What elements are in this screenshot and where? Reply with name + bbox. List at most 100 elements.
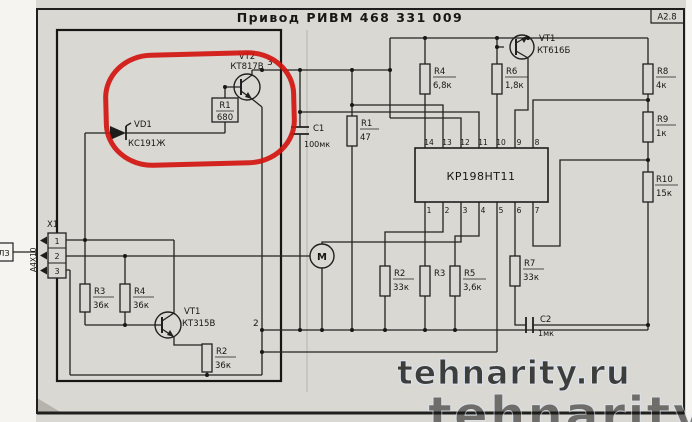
- ic-pin-8: 8: [535, 138, 540, 147]
- connector-x1: X1 А4Х10 1 2 3: [29, 220, 67, 279]
- emitter-arrow: [167, 330, 174, 337]
- pin2-arrow-icon: [40, 251, 47, 260]
- scan-smudge: [37, 398, 62, 413]
- zener-tick: [125, 122, 132, 127]
- ic-pin-2: 2: [445, 206, 450, 215]
- transistor-circle: [509, 34, 535, 60]
- ic-body: [414, 147, 549, 203]
- resistor-body: [201, 343, 213, 373]
- r7-designator: R7: [524, 259, 535, 269]
- r1-in-designator: R1: [361, 119, 372, 129]
- r6-value: 1,8к: [505, 81, 524, 91]
- schematic-title: Привод РИВМ 468 331 009: [237, 10, 464, 25]
- r1-in-value: 47: [360, 133, 371, 143]
- vt1-lower-designator: VT1: [184, 307, 200, 317]
- left-tag-label: ЛЗ: [0, 249, 10, 258]
- component-r5: R5 3,6к: [449, 265, 486, 297]
- r10-designator: R10: [656, 175, 673, 185]
- ic-pin-7: 7: [535, 206, 540, 215]
- left-margin: [0, 0, 36, 422]
- x1-ref-label: А4Х10: [29, 247, 38, 272]
- c2-designator: C2: [540, 315, 551, 325]
- diode-symbol: [110, 126, 126, 140]
- component-r4-bias: R4 36к: [119, 283, 154, 313]
- motor-circle: [309, 243, 335, 269]
- emitter-arrow: [245, 92, 252, 99]
- ic-pin-10: 10: [496, 138, 506, 147]
- component-vt2: VT2 КТ817В: [230, 52, 264, 101]
- r4-bias-value: 36к: [133, 301, 149, 311]
- resistor-body: [379, 265, 391, 297]
- x1-pin2-number: 2: [54, 252, 59, 261]
- resistor-body: [119, 283, 131, 313]
- component-r1-in: R1 47: [346, 115, 379, 147]
- component-ic: КР198НТ11 14 13 12 11 10 9 8 1 2 3 4 5 6…: [414, 138, 549, 215]
- vt1-upper-type: КТ616Б: [537, 46, 570, 56]
- r2-out-value: 33к: [393, 283, 409, 293]
- r5-designator: R5: [464, 269, 475, 279]
- ic-pin-1: 1: [427, 206, 432, 215]
- r2-bias-designator: R2: [216, 347, 227, 357]
- pin3-arrow-icon: [40, 266, 47, 275]
- r2-out-designator: R2: [394, 269, 405, 279]
- resistor-body: [509, 255, 521, 287]
- component-motor: M: [309, 243, 335, 269]
- resistor-body: [419, 63, 431, 95]
- inner-block-border: [55, 28, 283, 383]
- c1-value: 100мк: [304, 140, 330, 149]
- x1-pin3-number: 3: [54, 267, 59, 276]
- corner-ref-box: [650, 9, 684, 24]
- resistor-body: [491, 63, 503, 95]
- vt2-type: КТ817В: [230, 62, 263, 72]
- r3-bias-value: 36к: [93, 301, 109, 311]
- vd1-designator: VD1: [134, 120, 152, 130]
- component-r9: R9 1к: [642, 111, 676, 143]
- r3-bias-designator: R3: [94, 287, 105, 297]
- component-r2-bias: R2 36к: [201, 343, 236, 373]
- r4-designator: R4: [434, 67, 445, 77]
- r7-value: 33к: [523, 273, 539, 283]
- vt2-designator: VT2: [239, 52, 255, 62]
- r4-bias-designator: R4: [134, 287, 145, 297]
- red-highlight-oval: [103, 50, 297, 168]
- r8-designator: R8: [657, 67, 668, 77]
- r8-value: 4к: [656, 81, 667, 91]
- resistor-body: [419, 265, 431, 297]
- collector-lead: [161, 312, 175, 322]
- x1-pin1-number: 1: [54, 237, 59, 246]
- ic-pin-4: 4: [481, 206, 486, 215]
- component-r1-drive: R1 680: [211, 97, 239, 123]
- r5-value: 3,6к: [463, 283, 482, 293]
- component-r6: R6 1,8к: [491, 63, 528, 95]
- ic-pin-9: 9: [517, 138, 522, 147]
- component-vt1-upper: VT1 КТ616Б: [509, 34, 570, 60]
- x1-label: X1: [47, 220, 58, 230]
- vt1-lower-type: КТ315В: [182, 319, 215, 329]
- r6-designator: R6: [506, 67, 517, 77]
- right-margin: [686, 0, 692, 422]
- component-vt1-lower: VT1 КТ315В: [154, 307, 215, 339]
- resistor-body: [79, 283, 91, 313]
- resistor-body: [346, 115, 358, 147]
- ic-label: КР198НТ11: [447, 170, 516, 183]
- c2-value: 1мк: [538, 329, 554, 338]
- component-vd1: VD1 КС191Ж: [110, 120, 165, 149]
- resistor-body: [449, 265, 461, 297]
- r9-designator: R9: [657, 115, 668, 125]
- c1-designator: C1: [313, 124, 324, 134]
- ic-pin-14: 14: [424, 138, 434, 147]
- left-tag-box: [0, 242, 14, 262]
- corner-ref-label: А2.8: [657, 13, 676, 23]
- vt1-upper-designator: VT1: [539, 34, 555, 44]
- ic-pin-5: 5: [499, 206, 504, 215]
- component-r7: R7 33к: [509, 255, 544, 287]
- resistor-body: [642, 111, 654, 143]
- r4-value: 6,8к: [433, 81, 452, 91]
- ic-pin-3: 3: [463, 206, 468, 215]
- component-r8: R8 4к: [642, 63, 676, 95]
- ic-pin-11: 11: [478, 138, 488, 147]
- r1-drive-value: 680: [217, 113, 233, 123]
- watermark-text: tehnarity.ru: [397, 353, 631, 392]
